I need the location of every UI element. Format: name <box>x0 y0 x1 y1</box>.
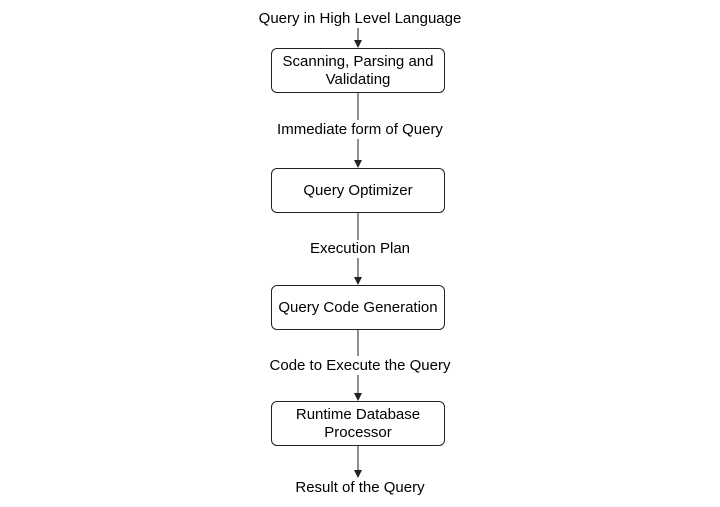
step-label: Query Optimizer <box>303 181 413 199</box>
step-label: Scanning, Parsing and Validating <box>282 52 434 88</box>
step-label: Query Code Generation <box>278 298 438 316</box>
step-box-runtime-database-processor: Runtime Database Processor <box>271 401 445 446</box>
step-box-scanning-parsing-validating: Scanning, Parsing and Validating <box>271 48 445 93</box>
edge-label-code-to-execute: Code to Execute the Query <box>269 357 451 374</box>
input-label: Query in High Level Language <box>258 10 462 27</box>
output-label: Result of the Query <box>295 479 425 496</box>
edge-label-execution-plan: Execution Plan <box>309 240 411 257</box>
edge-label-immediate-form: Immediate form of Query <box>277 121 443 138</box>
step-box-query-code-generation: Query Code Generation <box>271 285 445 330</box>
step-box-query-optimizer: Query Optimizer <box>271 168 445 213</box>
step-label: Runtime Database Processor <box>295 405 421 441</box>
